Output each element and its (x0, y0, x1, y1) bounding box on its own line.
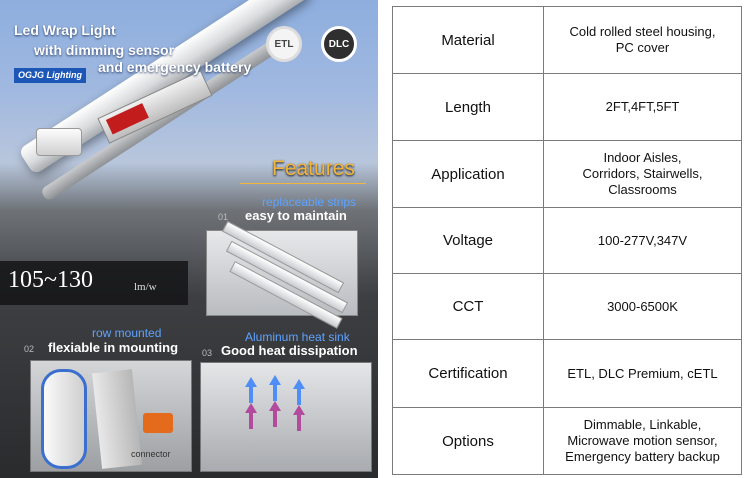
row-mount-photo: connector (30, 360, 192, 472)
spec-value: ETL, DLC Premium, cETL (543, 339, 742, 408)
efficacy-unit: lm/w (134, 281, 157, 293)
feature2-subtitle: row mounted (92, 326, 162, 340)
connector-icon (143, 413, 173, 433)
feature2-number: 02 (24, 344, 35, 354)
spec-label: Material (392, 6, 544, 74)
features-underline (240, 183, 366, 184)
dlc-cert-icon: DLC (321, 26, 357, 62)
spec-value: 2FT,4FT,5FT (543, 73, 742, 141)
feature2-title: flexiable in mounting (48, 340, 179, 355)
efficacy-banner: 105~130 lm/w (0, 261, 188, 305)
heat-arrow-icon (269, 375, 281, 385)
feature3-subtitle: Aluminum heat sink (245, 330, 350, 344)
brand-label: OGJG Lighting (14, 68, 86, 83)
heat-arrow-icon (245, 403, 257, 413)
etl-cert-icon: ETL (266, 26, 302, 62)
spec-value: 100-277V,347V (543, 207, 742, 274)
heat-arrow-icon (269, 401, 281, 411)
spec-value: Cold rolled steel housing, PC cover (543, 6, 742, 74)
replaceable-strips-photo (206, 220, 358, 329)
spec-value: Indoor Aisles, Corridors, Stairwells, Cl… (543, 140, 742, 208)
banner-title-line2: with dimming sensor (34, 42, 175, 58)
spec-label: Length (392, 73, 544, 141)
spec-label: CCT (392, 273, 544, 340)
features-heading: Features (272, 157, 355, 180)
spec-label: Application (392, 140, 544, 208)
spec-label: Certification (392, 339, 544, 408)
spec-value: 3000-6500K (543, 273, 742, 340)
table-row: Material Cold rolled steel housing, PC c… (392, 6, 742, 74)
banner-title-line3: and emergency battery (98, 59, 252, 75)
table-row: Voltage 100-277V,347V (392, 207, 742, 274)
feature3-title: Good heat dissipation (221, 343, 358, 358)
efficacy-value: 105~130 (8, 267, 93, 293)
spec-label: Voltage (392, 207, 544, 274)
spec-table: Material Cold rolled steel housing, PC c… (392, 6, 742, 475)
table-row: Options Dimmable, Linkable, Microwave mo… (392, 407, 742, 475)
feature1-number: 01 (218, 212, 229, 222)
table-row: Application Indoor Aisles, Corridors, St… (392, 140, 742, 208)
feature3-number: 03 (202, 348, 213, 358)
feature1-title: easy to maintain (245, 208, 347, 223)
connector-label: connector (131, 449, 171, 459)
table-row: Length 2FT,4FT,5FT (392, 73, 742, 141)
heat-arrow-icon (293, 379, 305, 389)
heat-arrow-icon (293, 405, 305, 415)
feature1-subtitle: replaceable strips (262, 195, 357, 209)
spec-label: Options (392, 407, 544, 475)
spec-value: Dimmable, Linkable, Microwave motion sen… (543, 407, 742, 475)
dimming-sensor-image (36, 128, 82, 156)
heat-arrow-icon (245, 377, 257, 387)
banner-title-line1: Led Wrap Light (14, 22, 116, 38)
table-row: Certification ETL, DLC Premium, cETL (392, 339, 742, 408)
product-banner: Led Wrap Light with dimming sensor and e… (0, 0, 378, 478)
table-row: CCT 3000-6500K (392, 273, 742, 340)
heat-sink-photo (200, 362, 372, 472)
